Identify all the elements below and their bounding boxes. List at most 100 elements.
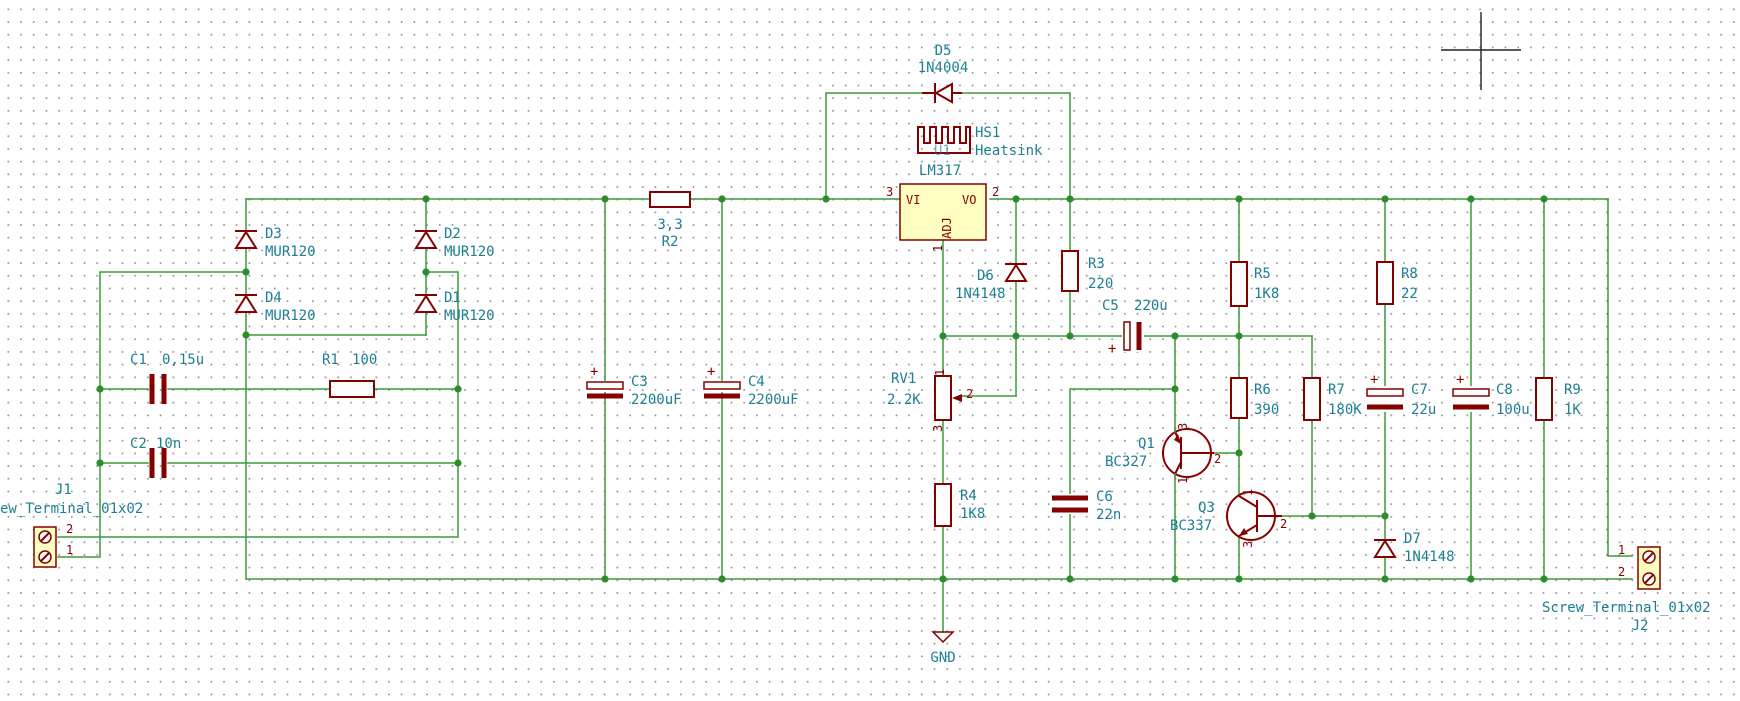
- capacitor-c8[interactable]: + C8 100u: [1451, 372, 1530, 418]
- d6-value: 1N4148: [955, 286, 1006, 302]
- r7-value: 180K: [1328, 402, 1362, 418]
- d5-value: 1N4004: [918, 60, 969, 76]
- heatsink-hs1[interactable]: HS1 Heatsink: [917, 125, 1043, 159]
- resistor-r4[interactable]: R4 1K8: [934, 483, 985, 527]
- c6-value: 22n: [1096, 507, 1121, 523]
- j2-value: Screw_Terminal_01x02: [1542, 600, 1711, 616]
- j2-ref: J2: [1632, 618, 1649, 634]
- hs1-value: Heatsink: [975, 143, 1043, 159]
- junction-dots: [96, 195, 1548, 583]
- resistor-r7[interactable]: R7 180K: [1303, 377, 1362, 421]
- q3-pin1: 1: [1241, 489, 1255, 496]
- potentiometer-rv1[interactable]: RV1 2.2K 1 2 3: [887, 369, 973, 432]
- d2-ref: D2: [444, 226, 461, 242]
- ground-label: GND: [930, 650, 955, 666]
- capacitor-c7[interactable]: + C7 22u: [1365, 372, 1436, 418]
- diode-d7[interactable]: D7 1N4148: [1373, 531, 1455, 565]
- rv1-pin1: 1: [933, 369, 947, 376]
- capacitor-c2[interactable]: C2 10n: [130, 436, 181, 478]
- u1-pin-adj: ADJ: [940, 217, 954, 239]
- resistor-r1[interactable]: R1 100: [322, 352, 377, 398]
- diode-d3[interactable]: D3 MUR120: [234, 226, 316, 260]
- screw-terminal-j1[interactable]: 2 1 J1 ew_Terminal_01x02: [0, 482, 143, 568]
- c7-value: 22u: [1411, 402, 1436, 418]
- diode-d4[interactable]: D4 MUR120: [234, 290, 316, 324]
- d7-ref: D7: [1404, 531, 1421, 547]
- r7-ref: R7: [1328, 382, 1345, 398]
- rv1-value: 2.2K: [887, 392, 921, 408]
- c6-ref: C6: [1096, 489, 1113, 505]
- q1-pin1: 1: [1176, 477, 1190, 484]
- r1-value: 100: [352, 352, 377, 368]
- diode-d5[interactable]: D5 1N4004: [918, 43, 969, 104]
- d4-value: MUR120: [265, 308, 316, 324]
- c7-ref: C7: [1411, 382, 1428, 398]
- c3-ref: C3: [631, 374, 648, 390]
- q1-pin3: 3: [1176, 423, 1190, 430]
- capacitor-c4[interactable]: + C4 2200uF: [702, 364, 799, 408]
- q1-value: BC327: [1105, 454, 1147, 470]
- c1-value: 0,15u: [162, 352, 204, 368]
- c5-ref: C5: [1102, 298, 1119, 314]
- r9-ref: R9: [1564, 382, 1581, 398]
- r6-value: 390: [1254, 402, 1279, 418]
- transistor-q1[interactable]: Q1 BC327 3 2 1: [1105, 423, 1221, 484]
- r4-ref: R4: [960, 488, 977, 504]
- j1-ref: J1: [55, 482, 72, 498]
- svg-text:+: +: [1108, 341, 1116, 357]
- ground-symbol: GND: [930, 631, 956, 666]
- r9-value: 1K: [1564, 402, 1581, 418]
- j1-value: ew_Terminal_01x02: [0, 501, 143, 517]
- resistor-r8[interactable]: R8 22: [1376, 261, 1418, 305]
- c4-ref: C4: [748, 374, 765, 390]
- capacitor-c3[interactable]: + C3 2200uF: [585, 364, 682, 408]
- diode-d2[interactable]: D2 MUR120: [414, 226, 495, 260]
- capacitor-c5[interactable]: + C5 220u: [1102, 298, 1168, 357]
- q3-ref: Q3: [1198, 500, 1215, 516]
- svg-text:+: +: [1370, 372, 1378, 388]
- diode-d6[interactable]: D6 1N4148: [955, 263, 1028, 302]
- resistor-r2[interactable]: 3,3 R2: [649, 191, 691, 250]
- r8-ref: R8: [1401, 266, 1418, 282]
- diode-d1[interactable]: D1 MUR120: [414, 290, 495, 324]
- resistor-r6[interactable]: R6 390: [1230, 377, 1279, 419]
- c8-value: 100u: [1496, 402, 1530, 418]
- capacitor-c6[interactable]: C6 22n: [1050, 489, 1121, 523]
- u1-pin3-num: 3: [886, 185, 893, 199]
- hs1-ref: HS1: [975, 125, 1000, 141]
- d1-value: MUR120: [444, 308, 495, 324]
- q3-value: BC337: [1170, 518, 1212, 534]
- c1-ref: C1: [130, 352, 147, 368]
- r5-value: 1K8: [1254, 286, 1279, 302]
- j1-pin1: 1: [66, 543, 73, 557]
- svg-text:+: +: [707, 364, 715, 380]
- crosshair-cursor-icon: [1441, 12, 1521, 90]
- c3-value: 2200uF: [631, 392, 682, 408]
- d4-ref: D4: [265, 290, 282, 306]
- d5-ref: D5: [935, 43, 952, 59]
- r3-ref: R3: [1088, 256, 1105, 272]
- u1-pin-vo: VO: [962, 193, 976, 207]
- screw-terminal-j2[interactable]: 1 2 Screw_Terminal_01x02 J2: [1542, 543, 1711, 634]
- d7-value: 1N4148: [1404, 549, 1455, 565]
- q3-pin2: 2: [1280, 517, 1287, 531]
- regulator-u1[interactable]: U1 LM317 VI VO ADJ 3 2 1: [886, 143, 999, 252]
- c2-ref: C2: [130, 436, 147, 452]
- wires: [57, 92, 1633, 633]
- transistor-q3[interactable]: Q3 BC337 1 2 3: [1170, 489, 1287, 548]
- capacitor-c1[interactable]: C1 0,15u: [130, 352, 204, 404]
- rv1-pin2: 2: [966, 387, 973, 401]
- u1-pin-vi: VI: [906, 193, 920, 207]
- r6-ref: R6: [1254, 382, 1271, 398]
- resistor-r9[interactable]: R9 1K: [1535, 377, 1581, 421]
- resistor-r3[interactable]: R3 220: [1061, 250, 1113, 292]
- j1-pin2: 2: [66, 522, 73, 536]
- d2-value: MUR120: [444, 244, 495, 260]
- c4-value: 2200uF: [748, 392, 799, 408]
- q1-pin2: 2: [1214, 452, 1221, 466]
- resistor-r5[interactable]: R5 1K8: [1230, 261, 1279, 307]
- r2-ref: R2: [662, 234, 679, 250]
- q1-ref: Q1: [1138, 436, 1155, 452]
